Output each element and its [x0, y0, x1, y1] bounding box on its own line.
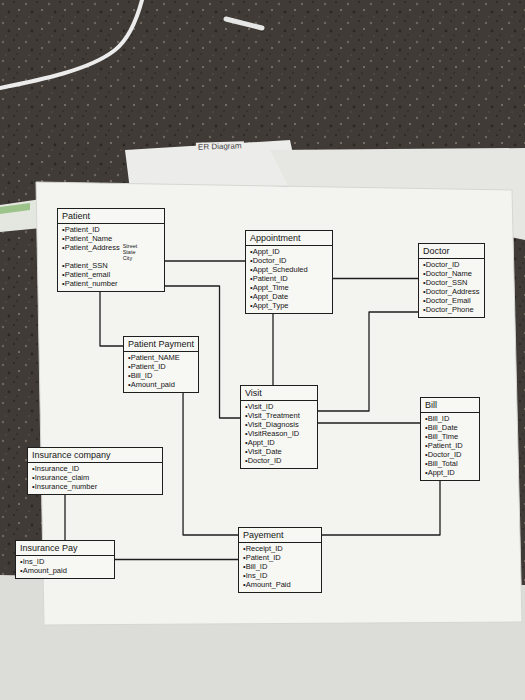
entity-box: Doctor•Doctor_ID•Doctor_Name•Doctor_SSN•…: [418, 243, 485, 318]
entity-box: Insurance company•Insurance_ID•Insurance…: [27, 447, 163, 495]
attribute: •Patient_ID: [128, 362, 194, 371]
entity-name: Insurance Pay: [16, 543, 114, 556]
attribute: •Insurance_claim: [32, 473, 158, 482]
attribute: •Patient_ID: [62, 225, 160, 234]
attribute: •Appt_Type: [250, 301, 328, 310]
attribute: •Receipt_ID: [243, 544, 317, 553]
attribute: •Visit_ID: [245, 402, 313, 411]
relationship-line: [318, 422, 420, 423]
attribute: •Visit_Treatment: [245, 411, 313, 420]
attribute-row: •Patient_AddressStreet State City: [62, 243, 160, 261]
attribute: •Bill_Total: [425, 459, 475, 468]
attribute: •Bill_ID: [128, 371, 194, 380]
attribute: •Bill_Time: [425, 432, 475, 441]
entity-box: Bill•Bill_ID•Bill_Date•Bill_Time•Patient…: [420, 397, 480, 481]
attribute: •Patient_SSN: [62, 261, 160, 270]
attribute: •Appt_ID: [425, 468, 475, 477]
attribute: •Bill_ID: [425, 414, 475, 423]
attribute: •Amount_paid: [20, 566, 110, 575]
attribute: •Bill_Date: [425, 423, 475, 432]
attribute: •Appt_Time: [250, 283, 328, 292]
entity-name: Visit: [241, 388, 317, 401]
attribute: •VisitReason_ID: [245, 429, 313, 438]
attribute: •Ins_ID: [243, 571, 317, 580]
attribute: •Doctor_Address: [423, 287, 480, 296]
attribute: •Insurance_ID: [32, 464, 158, 473]
entity-name: Doctor: [419, 246, 484, 259]
attribute: •Patient_number: [62, 279, 160, 288]
attribute: •Appt_ID: [250, 247, 328, 256]
attribute: •Doctor_ID: [245, 456, 313, 465]
attribute: •Appt_Scheduled: [250, 265, 328, 274]
attribute: •Patient_ID: [243, 553, 317, 562]
attribute: •Patient_email: [62, 270, 160, 279]
relationship-line: [272, 314, 273, 385]
relationship-line: [64, 495, 65, 540]
attribute: •Amount_paid: [128, 380, 194, 389]
relationship-line: [322, 481, 440, 535]
sheet-title: ER Diagram: [196, 141, 244, 152]
attribute: •Doctor_SSN: [423, 278, 480, 287]
entity-box: Appointment•Appt_ID•Doctor_ID•Appt_Sched…: [245, 230, 333, 314]
entity-box: Visit•Visit_ID•Visit_Treatment•Visit_Dia…: [240, 385, 318, 469]
white-cable: [0, 0, 142, 88]
entity-name: Patient: [58, 211, 164, 224]
entity-box: Payement•Receipt_ID•Patient_ID•Bill_ID•I…: [238, 527, 322, 593]
attribute: •Amount_Paid: [243, 580, 317, 589]
cable-plug: [226, 19, 262, 28]
attribute: •Appt_Date: [250, 292, 328, 301]
entity-name: Bill: [421, 400, 479, 413]
relationship-line: [115, 559, 238, 560]
entity-name: Insurance company: [28, 450, 162, 463]
attribute: •Patient_NAME: [128, 353, 194, 362]
entity-box: Insurance Pay•Ins_ID•Amount_paid: [15, 540, 115, 579]
relationship-line: [333, 278, 418, 279]
attribute: •Appt_ID: [245, 438, 313, 447]
entity-name: Patient Payment: [124, 339, 198, 352]
attribute: •Doctor_ID: [250, 256, 328, 265]
attribute: •Doctor_Phone: [423, 305, 480, 314]
booklet-stripe: [0, 203, 30, 214]
relationship-line: [100, 292, 123, 346]
attribute: •Ins_ID: [20, 557, 110, 566]
attribute: •Doctor_ID: [423, 260, 480, 269]
attribute: •Doctor_ID: [425, 450, 475, 459]
attribute: •Doctor_Email: [423, 296, 480, 305]
entity-name: Payement: [239, 530, 321, 543]
relationship-line: [318, 312, 418, 411]
entity-name: Appointment: [246, 233, 332, 246]
attribute: •Patient_Name: [62, 234, 160, 243]
attribute: •Patient_ID: [250, 274, 328, 283]
back-sheet: [125, 140, 300, 190]
attribute: •Patient_Address: [62, 243, 120, 252]
entity-box: Patient•Patient_ID•Patient_Name•Patient_…: [57, 208, 165, 292]
entity-box: Patient Payment•Patient_NAME•Patient_ID•…: [123, 336, 199, 393]
attribute: •Visit_Date: [245, 447, 313, 456]
attribute: •Insurance_number: [32, 482, 158, 491]
attribute: •Doctor_Name: [423, 269, 480, 278]
attribute: •Bill_ID: [243, 562, 317, 571]
relationship-line: [165, 260, 245, 261]
attribute: •Patient_ID: [425, 441, 475, 450]
address-note: Street State City: [123, 243, 138, 261]
relationship-line: [183, 393, 238, 535]
attribute: •Visit_Diagnosis: [245, 420, 313, 429]
